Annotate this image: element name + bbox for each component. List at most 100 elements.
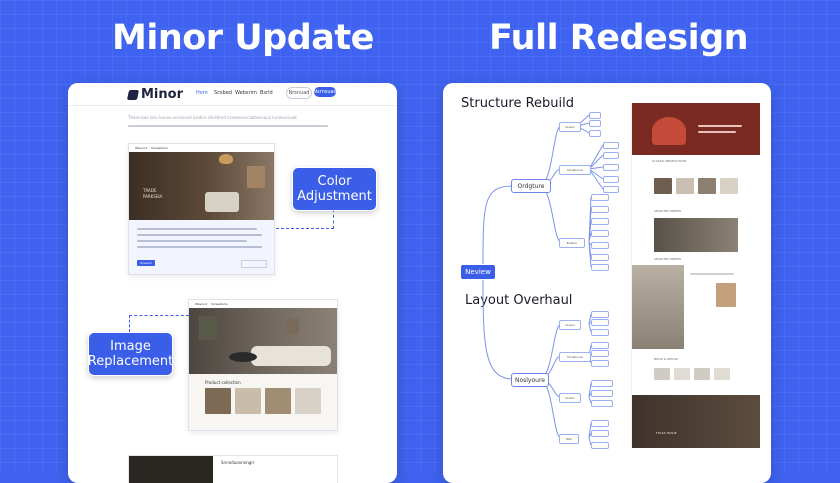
sub-node-4[interactable]: Gusen — [559, 320, 581, 330]
leaf-chip[interactable] — [591, 206, 609, 213]
redesign-hero-chair — [652, 117, 686, 145]
leaf-chip[interactable] — [591, 194, 609, 201]
redesign-thumb[interactable] — [654, 368, 670, 380]
pendant-lamp-icon — [219, 154, 233, 164]
heading-minor-update: Minor Update — [112, 18, 374, 58]
site-logo[interactable]: Minor — [126, 87, 183, 102]
branch-node-structure[interactable]: Ordgture — [511, 179, 551, 193]
bottom-card: Snnnduonnnngrr — [128, 455, 338, 483]
hero-text-1: TRADE — [143, 188, 157, 193]
minor-update-panel: Minor Hom Scsbed Websrim Bsrld Nrsnuad N… — [68, 83, 397, 483]
sub-node-6[interactable]: Gusen — [559, 393, 581, 403]
brand-name: Minor — [141, 87, 183, 102]
nav-item-home[interactable]: Hom — [196, 90, 208, 96]
redesign-caption-5: FOLKS TRADE — [656, 431, 677, 435]
leaf-chip[interactable] — [591, 400, 613, 407]
leaf-chip[interactable] — [589, 130, 601, 137]
hero-image: TRADE PARKSEIA — [129, 152, 274, 220]
callout-color-line2: Adjustment — [297, 189, 372, 204]
leaf-chip[interactable] — [591, 442, 609, 449]
leaf-chip[interactable] — [591, 342, 609, 349]
leaf-chip[interactable] — [603, 152, 619, 159]
mini-secondary-button[interactable] — [241, 260, 267, 268]
mini-brand-a: Wavvod — [135, 146, 147, 150]
leaf-chip[interactable] — [591, 329, 609, 336]
intro-line — [128, 125, 328, 127]
nav-primary-button[interactable]: Nsrnsuad — [313, 87, 337, 97]
sub-node-1[interactable]: Gusen — [559, 122, 581, 132]
sub-node-5[interactable]: Shnsbuore — [559, 352, 591, 362]
sub-node-3[interactable]: Bnstou — [559, 238, 585, 248]
leaf-chip[interactable] — [591, 264, 609, 271]
redesign-thumb[interactable] — [694, 368, 710, 380]
mini-site-image: Wavvod Srrsseduliu Product collection — [188, 299, 338, 431]
mini2-brand-b: Srrsseduliu — [211, 302, 228, 306]
redesign-caption-2: SELECTED SERIES — [654, 209, 682, 213]
callout-color-adjustment: Color Adjustment — [292, 167, 377, 211]
leaf-chip[interactable] — [591, 420, 609, 427]
frame-image — [199, 316, 217, 340]
bottom-card-title: Snnnduonnnngrr — [221, 460, 255, 465]
hero-text-2: PARKSEIA — [143, 194, 163, 199]
leaf-chip[interactable] — [589, 120, 601, 127]
leaf-chip[interactable] — [591, 350, 609, 357]
product-title: Product collection — [205, 380, 241, 385]
sub-node-2[interactable]: Shnsbuore — [559, 165, 591, 175]
replaced-hero-image — [189, 308, 337, 374]
redesign-living-room-image — [654, 218, 738, 252]
section-title-layout: Layout Overhaul — [465, 293, 573, 308]
product-strip: Product collection — [189, 374, 337, 430]
leaf-chip[interactable] — [591, 311, 609, 318]
nav-item-4[interactable]: Bsrld — [260, 90, 273, 96]
redesign-thumb[interactable] — [698, 178, 716, 194]
intro-text: These boo loru luruvu ecessuvd lusdiss s… — [128, 115, 297, 120]
product-thumb-4[interactable] — [295, 388, 321, 414]
mini-cta-button[interactable]: Rnensd — [137, 260, 155, 266]
full-redesign-panel: Structure Rebuild Layout Overhaul Neview… — [443, 83, 771, 483]
connector-image-h — [129, 315, 189, 316]
redesign-thumb[interactable] — [714, 368, 730, 380]
redesign-hero — [632, 103, 760, 155]
bottom-card-image — [129, 456, 213, 483]
product-thumb-3[interactable] — [265, 388, 291, 414]
redesign-thumb[interactable] — [674, 368, 690, 380]
callout-color-line1: Color — [317, 174, 352, 189]
mindmap-root-node[interactable]: Neview — [460, 264, 496, 280]
redesign-side-thumb[interactable] — [716, 283, 736, 307]
leaf-chip[interactable] — [591, 430, 609, 437]
redesign-thumb[interactable] — [676, 178, 694, 194]
product-thumb-1[interactable] — [205, 388, 231, 414]
leaf-chip[interactable] — [603, 186, 619, 193]
leaf-chip[interactable] — [603, 176, 619, 183]
product-thumb-2[interactable] — [235, 388, 261, 414]
connector-color-h — [276, 228, 334, 229]
leaf-chip[interactable] — [603, 142, 619, 149]
section-title-structure: Structure Rebuild — [461, 96, 575, 111]
heading-full-redesign: Full Redesign — [489, 18, 749, 58]
leaf-chip[interactable] — [603, 164, 619, 171]
callout-image-replacement: Image Replacement — [88, 332, 173, 376]
redesign-thumb[interactable] — [654, 178, 672, 194]
leaf-chip[interactable] — [591, 242, 609, 249]
redesign-room-image — [632, 265, 684, 349]
mini-brand-b: Srrsseduliu — [151, 146, 168, 150]
redesign-thumb[interactable] — [720, 178, 738, 194]
leaf-chip[interactable] — [589, 112, 601, 119]
leaf-chip[interactable] — [591, 254, 609, 261]
leaf-chip[interactable] — [591, 360, 609, 367]
leaf-chip[interactable] — [591, 319, 609, 326]
sub-node-7[interactable]: Mlsr — [559, 434, 579, 444]
mini-site-color: Wavvod Srrsseduliu TRADE PARKSEIA Rnensd — [128, 143, 275, 275]
redesign-caption-3: SELECTED SERIES — [654, 257, 682, 261]
redesign-caption-1: CLASSIC PRODUCTION — [652, 159, 686, 163]
branch-node-layout[interactable]: Noslyoure — [511, 373, 549, 387]
leaf-chip[interactable] — [591, 380, 613, 387]
nav-item-2[interactable]: Scsbed — [214, 90, 232, 96]
nav-outline-button[interactable]: Nrsnuad — [286, 87, 312, 99]
nav-item-3[interactable]: Websrim — [235, 90, 257, 96]
connector-image-v — [129, 315, 130, 332]
leaf-chip[interactable] — [591, 230, 609, 237]
leaf-chip[interactable] — [591, 218, 609, 225]
leaf-chip[interactable] — [591, 390, 613, 397]
redesign-site-preview: CLASSIC PRODUCTION SELECTED SERIES SELEC… — [631, 103, 760, 448]
